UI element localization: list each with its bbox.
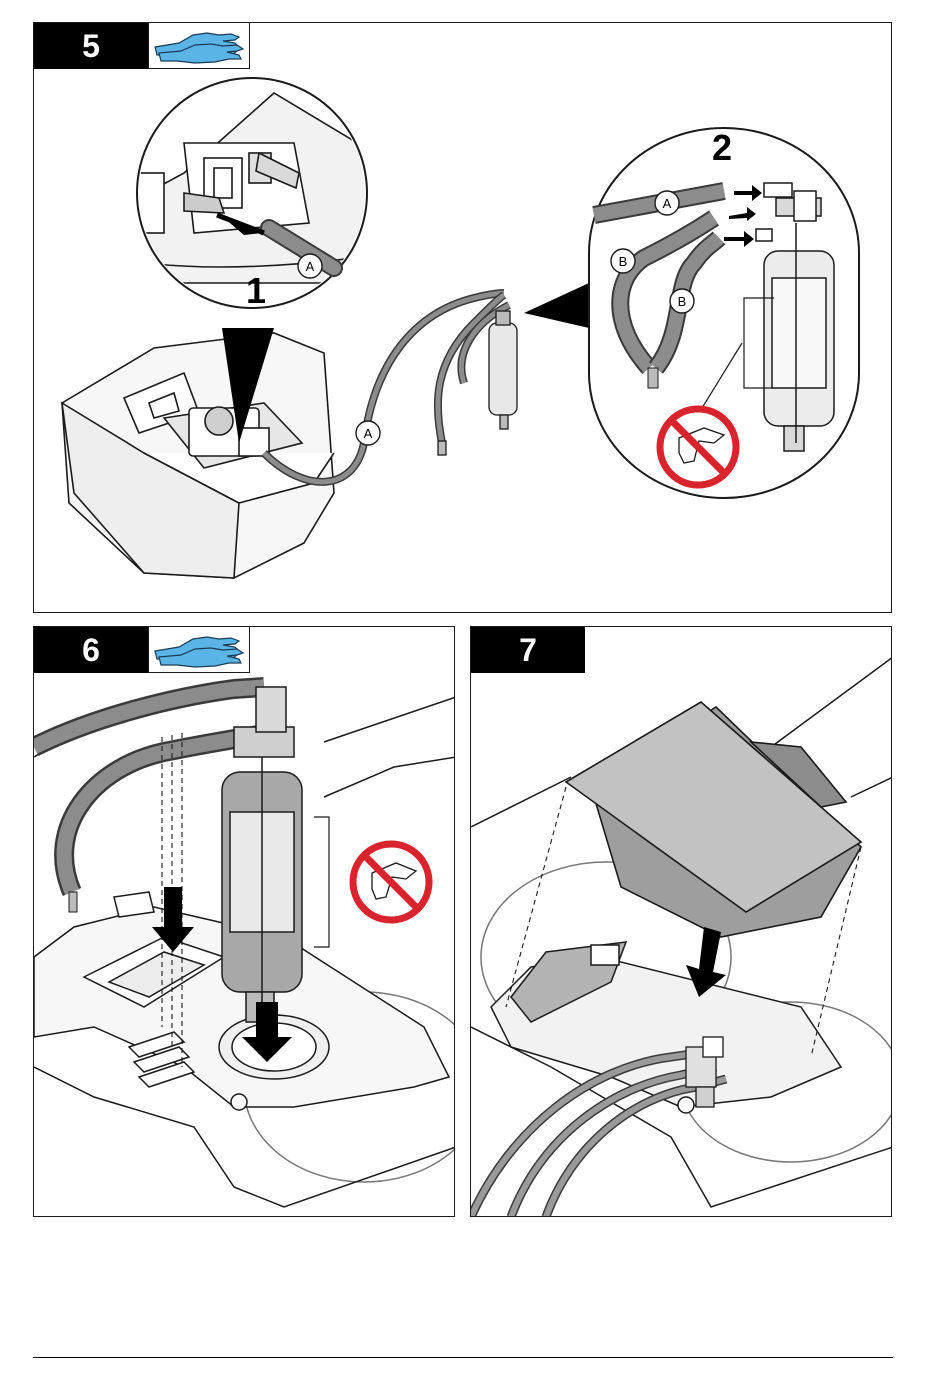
callout-a-1: A (306, 259, 315, 274)
callout-a-2: A (364, 426, 373, 441)
step-5-number: 5 (34, 23, 148, 69)
substep-2-label: 2 (712, 127, 732, 168)
callout-b-2: B (678, 294, 687, 309)
zoom-pointer-2 (524, 283, 589, 328)
gloves-icon (149, 23, 249, 67)
callout-b-1: B (619, 254, 628, 269)
step-5-glove-box (148, 23, 250, 69)
gloves-icon (149, 627, 249, 671)
no-touch-icon (660, 409, 736, 485)
detail-view-1: A 1 (129, 78, 374, 311)
callout-a-3: A (663, 196, 672, 211)
step-6-panel: 6 (33, 626, 455, 1217)
filter-assembly-small (438, 295, 517, 455)
detail-view-2: 2 A B B (589, 127, 859, 498)
step-6-number: 6 (34, 627, 148, 673)
step-7-panel: 7 (470, 626, 892, 1217)
no-touch-icon (353, 844, 429, 920)
filter-cartridge (222, 687, 302, 1022)
step-6-glove-box (148, 627, 250, 673)
step-5-panel: 5 (33, 22, 892, 613)
step-7-number: 7 (471, 627, 585, 673)
footer-rule (33, 1357, 893, 1358)
substep-1-label: 1 (246, 270, 266, 311)
instrument-body (62, 333, 334, 578)
